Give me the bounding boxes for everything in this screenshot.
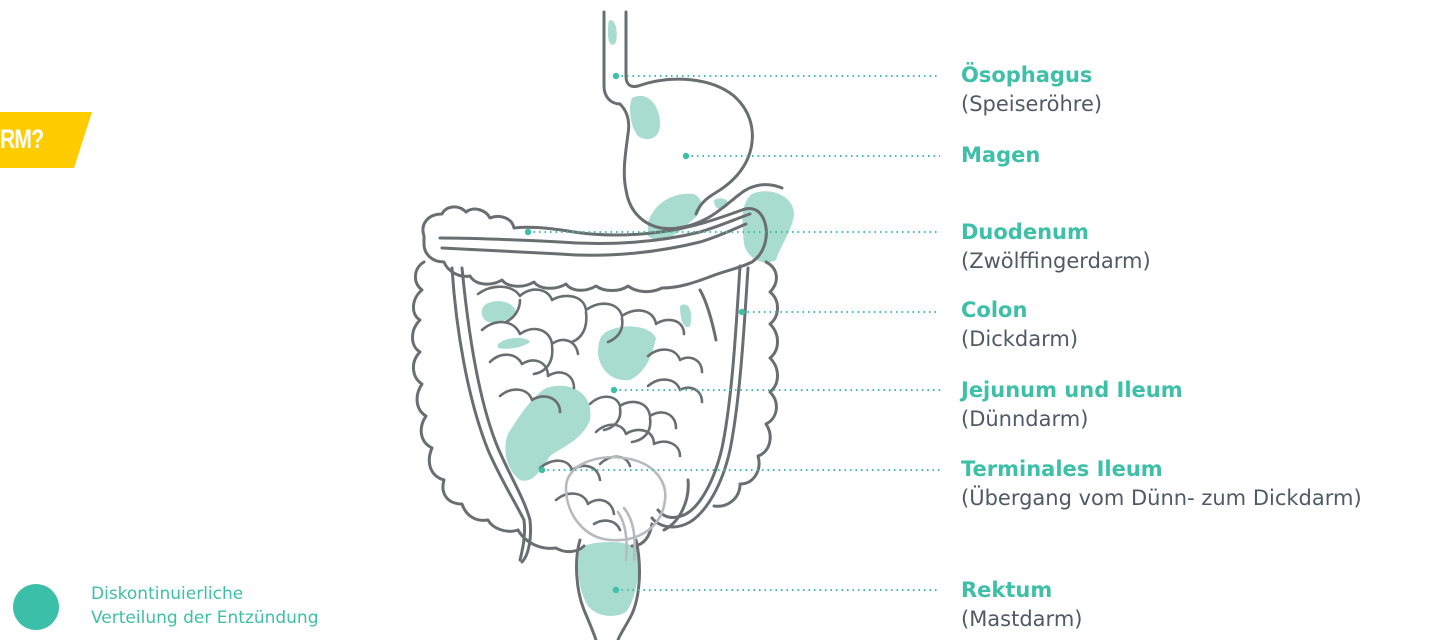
patch-colon-flexure [742, 191, 794, 262]
leader-lines [528, 76, 940, 590]
label-rectum-name: Rektum [961, 576, 1082, 605]
patch-jejunum-left2 [498, 338, 530, 349]
label-rectum: Rektum (Mastdarm) [961, 576, 1082, 634]
small-intestine-loops [478, 287, 702, 530]
patch-stomach-upper [630, 96, 660, 139]
label-colon: Colon (Dickdarm) [961, 296, 1078, 354]
label-stomach-name: Magen [961, 141, 1040, 170]
patch-ileum-mid [598, 326, 656, 380]
label-colon-name: Colon [961, 296, 1078, 325]
label-terminal-ileum: Terminales Ileum (Übergang vom Dünn- zum… [961, 455, 1362, 513]
label-rectum-sub: (Mastdarm) [961, 605, 1082, 634]
label-terminal-ileum-name: Terminales Ileum [961, 455, 1362, 484]
legend-dot [13, 584, 59, 630]
patch-esophagus-top [608, 20, 617, 45]
label-stomach: Magen [961, 141, 1040, 170]
label-terminal-ileum-sub: (Übergang vom Dünn- zum Dickdarm) [961, 484, 1362, 513]
label-esophagus-sub: (Speiseröhre) [961, 90, 1102, 119]
label-esophagus-name: Ösophagus [961, 61, 1102, 90]
label-duodenum-sub: (Zwölffingerdarm) [961, 247, 1151, 276]
label-duodenum: Duodenum (Zwölffingerdarm) [961, 218, 1151, 276]
label-jejunum-ileum: Jejunum und Ileum (Dünndarm) [961, 376, 1183, 434]
inflammation-patches [482, 20, 794, 616]
legend-line-1: Diskontinuierliche [91, 582, 319, 606]
label-duodenum-name: Duodenum [961, 218, 1151, 247]
label-esophagus: Ösophagus (Speiseröhre) [961, 61, 1102, 119]
legend-line-2: Verteilung der Entzündung [91, 606, 319, 630]
label-colon-sub: (Dickdarm) [961, 325, 1078, 354]
patch-rectum [578, 542, 638, 616]
label-jejunum-ileum-sub: (Dünndarm) [961, 405, 1183, 434]
label-jejunum-ileum-name: Jejunum und Ileum [961, 376, 1183, 405]
legend-text: Diskontinuierliche Verteilung der Entzün… [91, 582, 319, 630]
